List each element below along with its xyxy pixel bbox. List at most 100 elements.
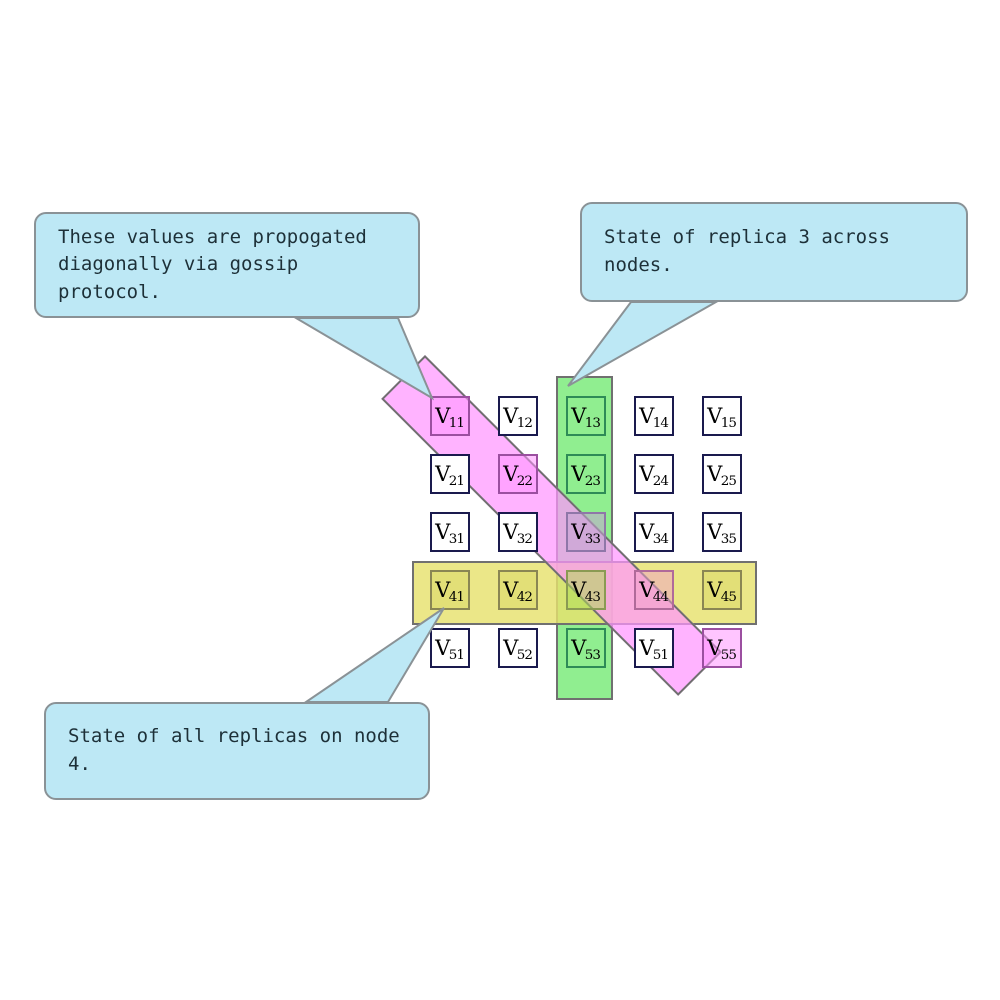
cell-base-symbol: V <box>503 403 518 428</box>
grid-cell-label: V13 <box>571 403 601 430</box>
grid-cell-v11[interactable]: V11 <box>430 396 470 436</box>
grid-cell-label: V14 <box>639 403 669 430</box>
cell-base-symbol: V <box>639 577 654 602</box>
grid-cell-v35[interactable]: V35 <box>702 512 742 552</box>
cell-subscript: 34 <box>652 531 669 547</box>
grid-cell-label: V21 <box>435 461 465 488</box>
grid-cell-label: V52 <box>503 637 533 662</box>
cell-base-symbol: V <box>707 577 722 602</box>
grid-cell-v41[interactable]: V41 <box>430 570 470 610</box>
grid-cell-label: V12 <box>503 403 533 430</box>
grid-cell-v55[interactable]: V55 <box>702 628 742 668</box>
grid-cell-label: V42 <box>503 579 533 604</box>
grid-cell-label: V45 <box>707 577 737 604</box>
cell-base-symbol: V <box>571 403 586 428</box>
cell-subscript: 24 <box>652 473 669 489</box>
grid-cell-label: V51 <box>639 635 669 662</box>
grid-cell-label: V24 <box>639 461 669 488</box>
cell-base-symbol: V <box>571 635 586 660</box>
grid-cell-v53[interactable]: V53 <box>566 628 606 668</box>
cell-subscript: 23 <box>584 473 601 489</box>
cell-base-symbol: V <box>707 403 722 428</box>
cell-subscript: 42 <box>516 589 533 605</box>
grid-cell-v42[interactable]: V42 <box>498 570 538 610</box>
grid-cell-label: V32 <box>503 519 533 546</box>
cell-subscript: 51 <box>448 647 465 663</box>
grid-cell-v51[interactable]: V51 <box>634 628 674 668</box>
grid-cell-v14[interactable]: V14 <box>634 396 674 436</box>
grid-cell-label: V43 <box>571 577 601 604</box>
grid-cell-v24[interactable]: V24 <box>634 454 674 494</box>
cell-subscript: 41 <box>448 589 465 605</box>
cell-base-symbol: V <box>707 519 722 544</box>
grid-cell-v51[interactable]: V51 <box>430 628 470 668</box>
grid-cell-v21[interactable]: V21 <box>430 454 470 494</box>
cell-base-symbol: V <box>503 519 518 544</box>
callout-gossip-text: These values are propogated diagonally v… <box>58 225 367 303</box>
callout-replica-3-text: State of replica 3 across nodes. <box>604 226 890 276</box>
grid-cell-label: V15 <box>707 403 737 430</box>
callout-node-4[interactable]: State of all replicas on node 4. <box>44 702 430 800</box>
grid-cell-label: V41 <box>435 577 465 604</box>
cell-subscript: 51 <box>652 647 669 663</box>
grid-cell-v31[interactable]: V31 <box>430 512 470 552</box>
grid-cell-v12[interactable]: V12 <box>498 396 538 436</box>
cell-subscript: 22 <box>516 473 533 489</box>
grid-cell-v34[interactable]: V34 <box>634 512 674 552</box>
cell-subscript: 43 <box>584 589 601 605</box>
callout-gossip-propagation[interactable]: These values are propogated diagonally v… <box>34 212 420 318</box>
grid-cell-label: V35 <box>707 519 737 546</box>
grid-cell-v13[interactable]: V13 <box>566 396 606 436</box>
cell-base-symbol: V <box>571 577 586 602</box>
cell-subscript: 25 <box>720 473 737 489</box>
cell-subscript: 14 <box>652 415 669 431</box>
cell-subscript: 55 <box>720 647 737 663</box>
grid-cell-v25[interactable]: V25 <box>702 454 742 494</box>
grid-cell-label: V11 <box>435 403 465 430</box>
grid-cell-v32[interactable]: V32 <box>498 512 538 552</box>
grid-cell-v22[interactable]: V22 <box>498 454 538 494</box>
callout-replica-3[interactable]: State of replica 3 across nodes. <box>580 202 968 302</box>
cell-subscript: 13 <box>584 415 601 431</box>
cell-subscript: 11 <box>448 415 465 431</box>
cell-subscript: 53 <box>584 647 601 663</box>
cell-subscript: 32 <box>516 531 533 547</box>
grid-cell-label: V55 <box>707 635 737 662</box>
grid-cell-label: V53 <box>571 635 601 662</box>
grid-cell-v23[interactable]: V23 <box>566 454 606 494</box>
tail-top-right <box>567 301 720 387</box>
callout-node-4-text: State of all replicas on node 4. <box>68 725 400 775</box>
cell-base-symbol: V <box>707 635 722 660</box>
grid-cell-label: V23 <box>571 461 601 488</box>
cell-base-symbol: V <box>639 403 654 428</box>
tail-bottom-left <box>302 607 445 703</box>
grid-cell-v45[interactable]: V45 <box>702 570 742 610</box>
grid-cell-label: V44 <box>639 577 669 604</box>
cell-base-symbol: V <box>571 519 586 544</box>
cell-base-symbol: V <box>639 635 654 660</box>
cell-base-symbol: V <box>571 461 586 486</box>
grid-cell-label: V34 <box>639 519 669 546</box>
cell-base-symbol: V <box>435 577 450 602</box>
cell-base-symbol: V <box>639 461 654 486</box>
cell-base-symbol: V <box>435 461 450 486</box>
grid-cell-label: V22 <box>503 463 533 488</box>
cell-subscript: 44 <box>652 589 669 605</box>
cell-base-symbol: V <box>639 519 654 544</box>
cell-subscript: 31 <box>448 531 465 547</box>
cell-subscript: 45 <box>720 589 737 605</box>
cell-base-symbol: V <box>435 519 450 544</box>
grid-cell-v33[interactable]: V33 <box>566 512 606 552</box>
grid-cell-v44[interactable]: V44 <box>634 570 674 610</box>
cell-subscript: 21 <box>448 473 465 489</box>
cell-subscript: 52 <box>516 647 533 663</box>
grid-cell-v43[interactable]: V43 <box>566 570 606 610</box>
grid-cell-v52[interactable]: V52 <box>498 628 538 668</box>
cell-base-symbol: V <box>707 461 722 486</box>
grid-cell-v15[interactable]: V15 <box>702 396 742 436</box>
cell-subscript: 12 <box>516 415 533 431</box>
cell-base-symbol: V <box>435 403 450 428</box>
cell-subscript: 33 <box>584 531 601 547</box>
